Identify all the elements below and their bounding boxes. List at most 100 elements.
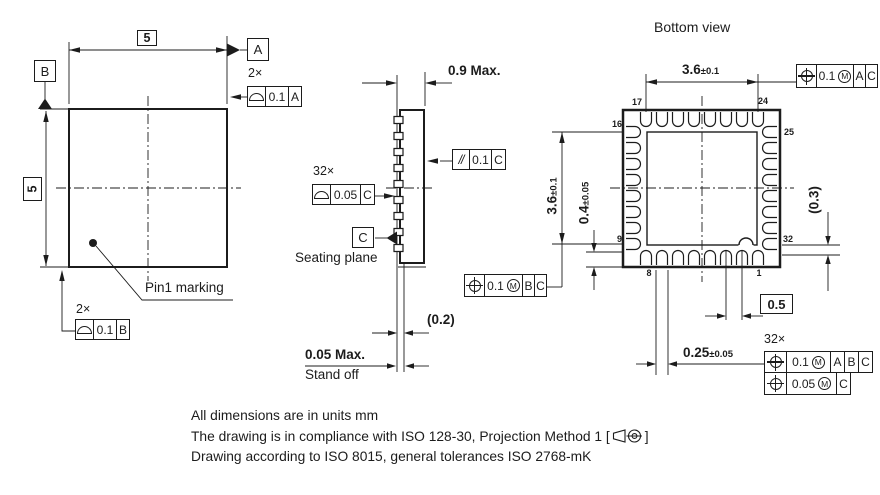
fcf-bc-datum-1: B: [524, 278, 533, 293]
datum-c-box: C: [352, 227, 374, 248]
profile-icon: [77, 325, 92, 334]
note-units: All dimensions are in units mm: [191, 408, 379, 423]
datum-b-label: B: [40, 63, 50, 79]
count-pins: 32×: [764, 332, 786, 346]
datum-c-triangle: [386, 231, 397, 245]
pins-top-row: [639, 112, 765, 128]
parallelism-icon: //: [458, 152, 465, 167]
fcf-pins-row2: 0.05 M C: [764, 373, 873, 395]
fcf-pins2-datum-1: C: [839, 376, 848, 391]
side-view-linework: [305, 72, 453, 372]
mmc-icon: M: [506, 279, 520, 292]
fcf-pattern-ac: 0.1 M A C: [796, 64, 878, 88]
mmc-letter: M: [841, 71, 849, 81]
fcf-bottom-tol: 0.1: [96, 322, 114, 337]
pins-left-column: [626, 125, 642, 251]
datum-a-box: A: [247, 38, 269, 61]
dim-lead-thickness: (0.2): [427, 312, 455, 327]
fcf-parallelism-datum: C: [494, 152, 503, 167]
fcf-bottom-profile: 0.1 B: [75, 319, 130, 340]
dim-pin-length-tol: ±0.05: [580, 181, 592, 206]
dim-pin-length: 0.4±0.05: [577, 182, 592, 225]
dim-pin-length-value: 0.4: [576, 205, 592, 225]
fcf-coplanarity: 0.05 C: [312, 184, 375, 205]
basic-dim-box-width: 5: [137, 30, 157, 46]
profile-icon: [249, 92, 264, 101]
pin-number-24: 24: [758, 96, 769, 106]
dim-pad-width-tol: ±0.1: [700, 66, 720, 77]
note-projection: The drawing is in compliance with ISO 12…: [191, 428, 649, 444]
count-bottom-profile: 2×: [76, 302, 91, 316]
fcf-pins1-datum-1: A: [833, 355, 842, 369]
pin-number-9: 9: [616, 234, 622, 244]
dim-pad-height-tol: ±0.1: [548, 177, 560, 196]
position-icon: [798, 67, 815, 85]
note-projection-text: The drawing is in compliance with ISO 12…: [191, 429, 610, 444]
dim-pad-height-value: 3.6: [544, 195, 560, 215]
pin-number-17: 17: [631, 97, 642, 107]
fcf-top-datum: A: [290, 89, 299, 104]
position-icon: [767, 375, 784, 392]
mmc-letter: M: [814, 357, 822, 367]
dim-package-width: 5: [143, 31, 151, 45]
standoff-label: Stand off: [305, 367, 359, 382]
dim-pad-width: 3.6±0.1: [682, 62, 719, 77]
pin-number-32: 32: [783, 234, 794, 244]
pad-pin1-notch: [738, 237, 754, 246]
pin1-marking-label: Pin1 marking: [145, 280, 224, 295]
datum-a-triangle: [227, 43, 240, 57]
mmc-icon: M: [838, 69, 852, 83]
pin-number-16: 16: [611, 119, 622, 129]
dim-pin-width: 0.25±0.05: [683, 345, 733, 360]
dim-pin-width-tol: ±0.05: [709, 349, 733, 360]
fcf-bottom-datum: B: [118, 322, 127, 337]
fcf-coplanarity-tol: 0.05: [333, 187, 358, 202]
pin-number-1: 1: [756, 268, 762, 278]
pin-number-8: 8: [646, 268, 652, 278]
pin-number-25: 25: [784, 127, 795, 137]
dim-package-height: 5: [25, 185, 40, 193]
basic-dim-box-pitch: 0.5: [760, 294, 793, 314]
profile-icon: [314, 190, 329, 199]
fcf-pins1-datum-2: B: [847, 355, 856, 369]
dim-corner-gap: (0.3): [807, 186, 822, 214]
count-leads-side: 32×: [313, 164, 335, 178]
side-view-leads: [393, 115, 404, 253]
position-icon: [767, 353, 784, 371]
fcf-bc-tol: 0.1: [487, 278, 504, 293]
dim-pad-width-value: 3.6: [682, 62, 701, 77]
fcf-coplanarity-datum: C: [363, 187, 372, 202]
fcf-ac-tol: 0.1: [818, 69, 836, 83]
note-tolerances: Drawing according to ISO 8015, general t…: [191, 449, 592, 464]
datum-a-label: A: [253, 42, 263, 57]
dim-pitch-value: 0.5: [767, 296, 786, 312]
mmc-letter: M: [509, 280, 517, 291]
mmc-letter: M: [821, 378, 829, 389]
fcf-bc-datum-2: C: [536, 278, 545, 293]
dim-corner-gap-value: (0.3): [806, 186, 822, 214]
fcf-pins1-datum-3: C: [861, 355, 870, 369]
dim-pin-width-value: 0.25: [683, 345, 710, 360]
datum-b-box: B: [34, 60, 56, 82]
fcf-ac-datum-1: A: [855, 69, 864, 83]
bottom-view-title: Bottom view: [654, 19, 731, 35]
mmc-icon: M: [818, 377, 832, 390]
first-angle-projection-icon: [612, 429, 642, 443]
dim-standoff-max: 0.05 Max.: [305, 347, 366, 362]
fcf-pins2-tol: 0.05: [791, 376, 816, 391]
fcf-ac-datum-2: C: [867, 69, 876, 83]
fcf-parallelism-tol: 0.1: [472, 152, 489, 167]
note-projection-bracket: ]: [644, 429, 649, 444]
fcf-pattern-bc: 0.1 M B C: [464, 274, 547, 297]
pins-right-column: [761, 125, 777, 251]
basic-dim-box-height: 5: [23, 177, 42, 201]
seating-plane-label: Seating plane: [295, 250, 378, 265]
dim-thickness-max: 0.9 Max.: [448, 63, 501, 78]
dim-pad-height: 3.6±0.1: [545, 177, 560, 214]
pin1-dot: [89, 239, 97, 247]
fcf-parallelism: // 0.1 C: [452, 149, 506, 170]
